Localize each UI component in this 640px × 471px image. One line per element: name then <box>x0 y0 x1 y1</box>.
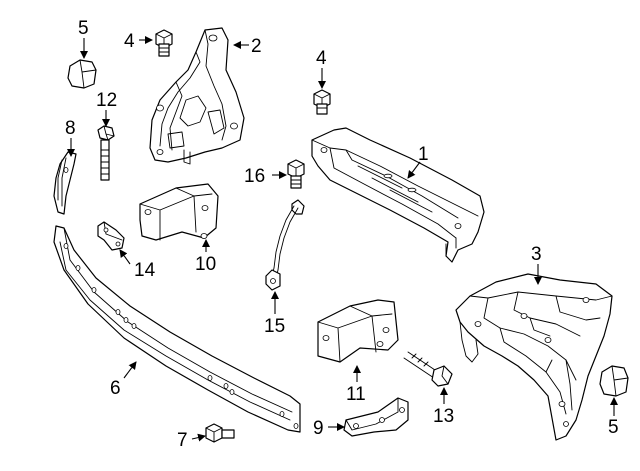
part-8-side-panel <box>53 151 77 215</box>
callout-leaders <box>67 36 618 442</box>
callout-3: 3 <box>531 244 542 265</box>
leader-1 <box>407 161 421 179</box>
part-10-bracket <box>139 183 219 241</box>
callout-1: 1 <box>418 144 429 165</box>
callout-10: 10 <box>195 254 216 275</box>
callout-16: 16 <box>244 166 265 187</box>
callout-5a: 5 <box>78 18 89 39</box>
part-6-lower-bar <box>53 225 301 433</box>
part-4-bolt-right <box>313 89 331 115</box>
part-4-bolt-upper <box>155 29 173 57</box>
part-12-long-bolt <box>97 125 115 181</box>
part-7-bolt <box>205 423 235 443</box>
callout-7: 7 <box>177 430 188 451</box>
leader-14 <box>119 249 131 265</box>
part-2-upper-bracket <box>149 27 245 165</box>
callout-13: 13 <box>433 406 454 427</box>
callout-8: 8 <box>65 118 76 139</box>
callout-numbers: 1 2 3 4 4 5 5 6 7 8 9 10 11 12 13 14 15 … <box>65 18 619 451</box>
callout-14: 14 <box>134 260 156 281</box>
callout-6: 6 <box>110 378 121 399</box>
callout-12: 12 <box>96 90 117 111</box>
part-11-bracket <box>317 299 399 363</box>
part-5-grommet-right <box>599 365 629 397</box>
callout-4b: 4 <box>316 48 327 69</box>
leader-7 <box>191 433 206 442</box>
callout-11: 11 <box>346 384 366 405</box>
callout-9: 9 <box>313 418 324 439</box>
callout-4a: 4 <box>124 31 135 52</box>
part-13-bolt <box>403 351 453 387</box>
part-1-crossmember <box>311 127 485 263</box>
part-3-side-apron <box>455 273 613 441</box>
part-16-bolt <box>287 159 305 189</box>
callout-15: 15 <box>264 316 285 337</box>
part-9-lower-bracket <box>343 397 409 437</box>
part-15-rod <box>265 199 305 291</box>
callout-2: 2 <box>251 36 262 57</box>
leader-6 <box>123 361 137 379</box>
part-5-grommet-left <box>67 59 97 89</box>
part-14-small-bracket <box>97 221 125 251</box>
callout-5b: 5 <box>608 417 619 438</box>
